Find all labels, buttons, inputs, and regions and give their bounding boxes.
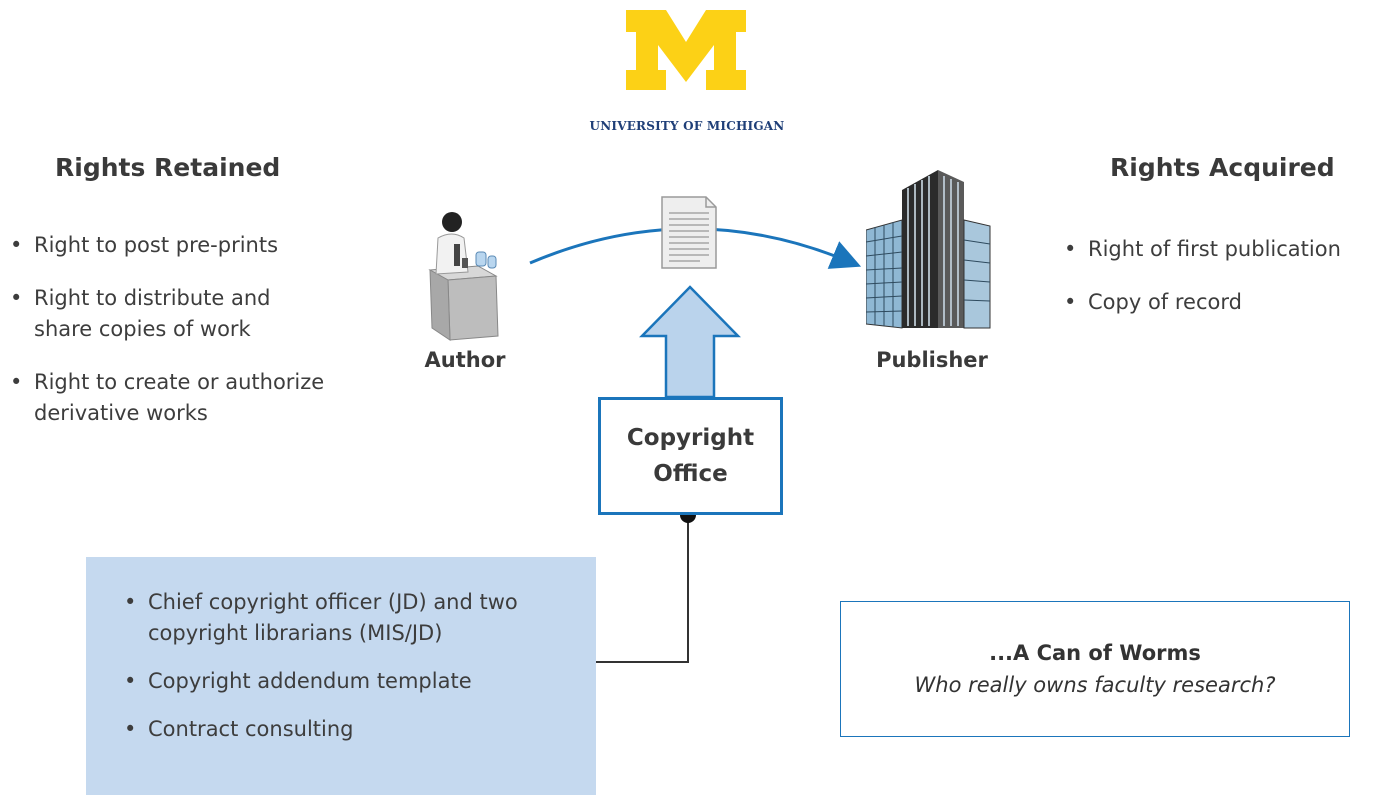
office-details-list: Chief copyright officer (JD) and two cop… — [122, 587, 582, 762]
author-label: Author — [424, 348, 506, 372]
rights-acquired-title: Rights Acquired — [1110, 153, 1335, 182]
can-of-worms-box: ...A Can of Worms Who really owns facult… — [840, 601, 1350, 737]
university-logo — [626, 10, 746, 90]
publisher-building-icon — [866, 170, 991, 329]
copyright-office-box: Copyright Office — [598, 397, 783, 515]
list-item: Right to distribute and share copies of … — [8, 283, 334, 345]
list-item: Copy of record — [1062, 287, 1394, 318]
up-arrow-icon — [639, 285, 741, 399]
connector-line — [596, 515, 689, 663]
list-item: Right of first publication — [1062, 234, 1394, 265]
copyright-office-line1: Copyright — [626, 425, 755, 451]
list-item: Copyright addendum template — [122, 666, 582, 697]
list-item: Contract consulting — [122, 714, 582, 745]
list-item: Right to post pre-prints — [8, 230, 388, 261]
office-details-panel: Chief copyright officer (JD) and two cop… — [86, 557, 596, 795]
copyright-office-line2: Office — [653, 461, 728, 487]
rights-retained-title: Rights Retained — [55, 153, 281, 182]
list-item: Right to create or authorize derivative … — [8, 367, 374, 429]
worms-title: ...A Can of Worms — [989, 641, 1201, 665]
list-item: Chief copyright officer (JD) and two cop… — [122, 587, 582, 649]
block-m-icon — [626, 10, 746, 90]
publisher-label: Publisher — [876, 348, 988, 372]
university-name: UNIVERSITY OF MICHIGAN — [589, 119, 785, 133]
worms-subtitle: Who really owns faculty research? — [914, 673, 1276, 697]
rights-retained-list: Right to post pre-prints Right to distri… — [8, 230, 388, 451]
author-icon — [428, 212, 499, 341]
rights-acquired-list: Right of first publication Copy of recor… — [1062, 234, 1394, 340]
document-icon — [661, 196, 717, 269]
